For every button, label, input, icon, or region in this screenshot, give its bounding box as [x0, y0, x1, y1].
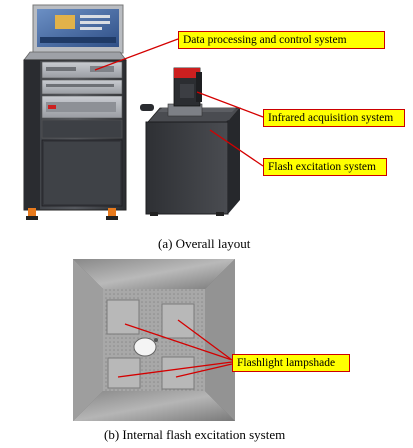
caption-overall-layout: (a) Overall layout [158, 236, 251, 251]
leader-data-processing [94, 38, 179, 71]
leader-flash [209, 129, 264, 167]
lampshade-bottom-right [161, 356, 195, 390]
lampshade-bottom-left [107, 357, 141, 389]
flash-hood-unit [140, 67, 241, 216]
callout-flash-excitation: Flash excitation system [263, 158, 387, 176]
flash-chamber-photo [73, 259, 235, 421]
callout-flashlight-lampshade: Flashlight lampshade [232, 354, 350, 372]
lampshade-top-left [106, 299, 140, 335]
lampshade-top-right [161, 303, 195, 339]
control-cabinet [23, 4, 127, 220]
cabinet-foot-right [108, 208, 116, 218]
callout-data-processing: Data processing and control system [178, 31, 385, 49]
leader-infrared [196, 91, 264, 118]
leader-lampshade-3 [117, 361, 233, 378]
leader-lampshade-1 [124, 323, 233, 361]
caption-internal-flash: (b) Internal flash excitation system [104, 427, 286, 442]
leader-lampshade-4 [175, 363, 233, 378]
callout-infrared-acquisition: Infrared acquisition system [263, 109, 405, 127]
center-opening [133, 337, 157, 357]
leader-lampshade-2 [177, 319, 233, 361]
cabinet-foot-left [28, 208, 36, 218]
leader-lines [94, 38, 264, 378]
